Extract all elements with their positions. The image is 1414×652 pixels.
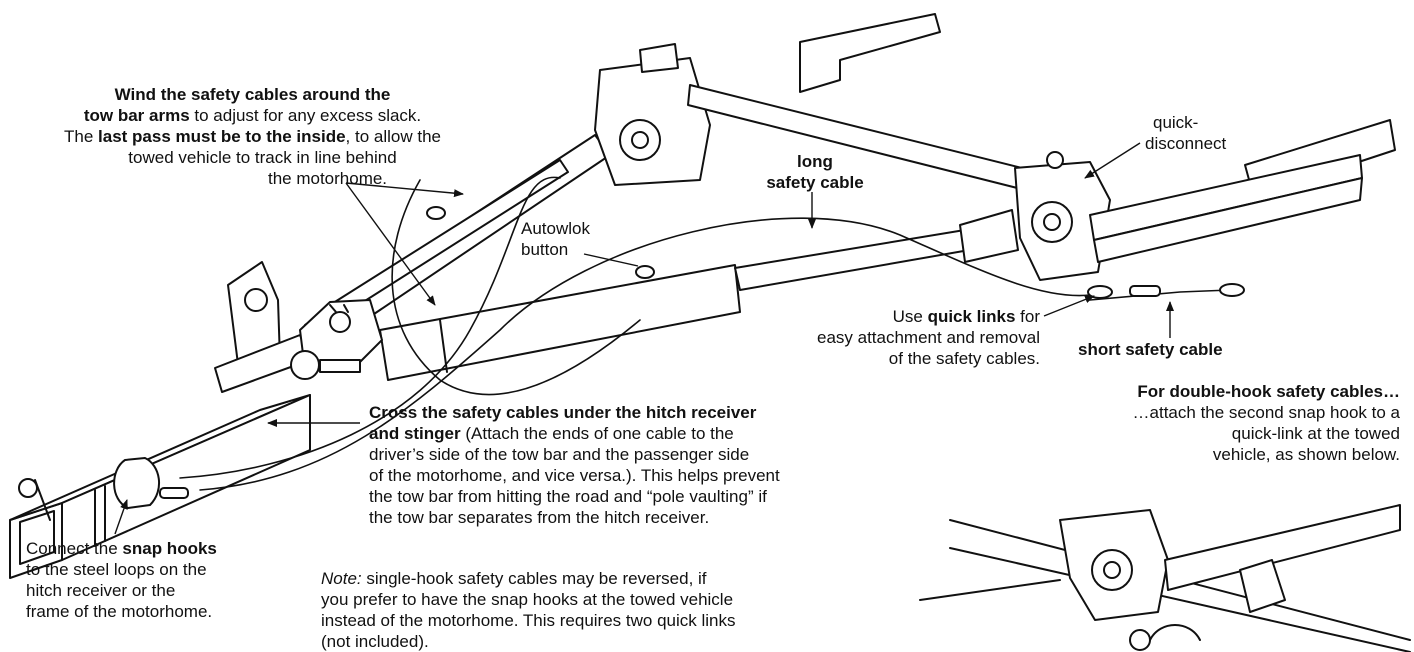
note-line3: instead of the motorhome. This requires … <box>321 611 736 630</box>
snap-hooks-bold: snap hooks <box>122 539 217 558</box>
cross-line2-rest: (Attach the ends of one cable to the <box>460 424 734 443</box>
autowlok-button-driver-side <box>426 206 446 220</box>
safety-cables <box>179 176 1231 491</box>
wind-line3-rest: , to allow the <box>345 127 441 146</box>
wind-line1: Wind the safety cables around the <box>114 85 391 104</box>
wind-line4: towed vehicle to track in line behind <box>128 148 397 167</box>
autowlok-line2: button <box>521 240 569 259</box>
wind-cables-callout: Wind the safety cables around the tow ba… <box>0 84 505 189</box>
autowlok-callout: Autowlok button <box>521 218 590 260</box>
vehicle-rail <box>1089 154 1363 263</box>
leader-snap-hooks <box>114 499 128 535</box>
long-cable-line1: long <box>797 152 833 171</box>
snap-hooks-line3: hitch receiver or the <box>26 581 176 600</box>
long-cable-callout: long safety cable <box>740 151 890 193</box>
tow-bar-head-driver-side <box>594 43 711 186</box>
snap-hooks-line4: frame of the motorhome. <box>26 602 213 621</box>
note-callout: Note: single-hook safety cables may be r… <box>321 568 841 652</box>
quick-links-rest: for <box>1015 307 1040 326</box>
wind-line3-pre: The <box>64 127 99 146</box>
wind-line2-bold: tow bar arms <box>83 106 190 125</box>
leader-wind-upper <box>345 182 464 198</box>
quick-links-callout: Use quick links for easy attachment and … <box>740 306 1040 369</box>
hitch-bracket <box>214 261 311 393</box>
double-hook-title: For double-hook safety cables… <box>1137 382 1400 401</box>
autowlok-line1: Autowlok <box>521 219 590 238</box>
note-line4: (not included). <box>321 632 429 651</box>
double-hook-line3: vehicle, as shown below. <box>1212 445 1400 464</box>
quick-disconnect-line2: disconnect <box>1145 134 1227 153</box>
cross-line2-bold: and stinger <box>369 424 461 443</box>
double-hook-callout: For double-hook safety cables… …attach t… <box>1000 381 1400 465</box>
quick-disconnect-line1: quick- <box>1153 113 1199 132</box>
quick-links-bold: quick links <box>927 307 1016 326</box>
snap-hook <box>113 457 189 509</box>
note-line1: single-hook safety cables may be reverse… <box>361 569 707 588</box>
wind-line2-rest: to adjust for any excess slack. <box>189 106 422 125</box>
snap-hooks-pre: Connect the <box>26 539 123 558</box>
cross-line1: Cross the safety cables under the hitch … <box>369 403 757 422</box>
cross-cables-callout: Cross the safety cables under the hitch … <box>369 402 889 528</box>
cross-line6: the tow bar separates from the hitch rec… <box>369 508 710 527</box>
snap-hooks-line2: to the steel loops on the <box>26 560 207 579</box>
snap-hooks-callout: Connect the snap hooks to the steel loop… <box>26 538 217 622</box>
leader-wind-lower <box>345 182 436 306</box>
quick-links-pre: Use <box>892 307 928 326</box>
cross-line5: the tow bar from hitting the road and “p… <box>369 487 767 506</box>
quick-disconnect-callout: quick- disconnect <box>1145 112 1226 154</box>
autowlok-button <box>635 265 655 279</box>
quick-links-line3: of the safety cables. <box>888 349 1040 368</box>
vehicle-bracket-driver-side <box>799 13 941 93</box>
short-cable-callout: short safety cable <box>1078 339 1223 360</box>
quick-links-line2: easy attachment and removal <box>816 328 1040 347</box>
cross-line3: driver’s side of the tow bar and the pas… <box>369 445 750 464</box>
leader-quick-links <box>1043 295 1095 317</box>
quick-link <box>1087 283 1245 299</box>
leader-autowlok <box>583 253 639 267</box>
double-hook-inset <box>919 504 1411 652</box>
double-hook-line2: quick-link at the towed <box>1231 424 1400 443</box>
wind-line3-bold: last pass must be to the inside <box>98 127 346 146</box>
note-prefix: Note: <box>321 569 362 588</box>
leader-quick-disconnect <box>1084 142 1141 179</box>
wind-line5: the motorhome. <box>267 169 388 188</box>
note-line2: you prefer to have the snap hooks at the… <box>321 590 734 609</box>
double-hook-line1: …attach the second snap hook to a <box>1132 403 1400 422</box>
short-cable-label: short safety cable <box>1078 340 1223 359</box>
cross-line4: of the motorhome, and vice versa.). This… <box>369 466 780 485</box>
long-cable-line2: safety cable <box>766 173 864 192</box>
quick-disconnect-head <box>959 151 1111 281</box>
center-pivot <box>290 299 383 380</box>
